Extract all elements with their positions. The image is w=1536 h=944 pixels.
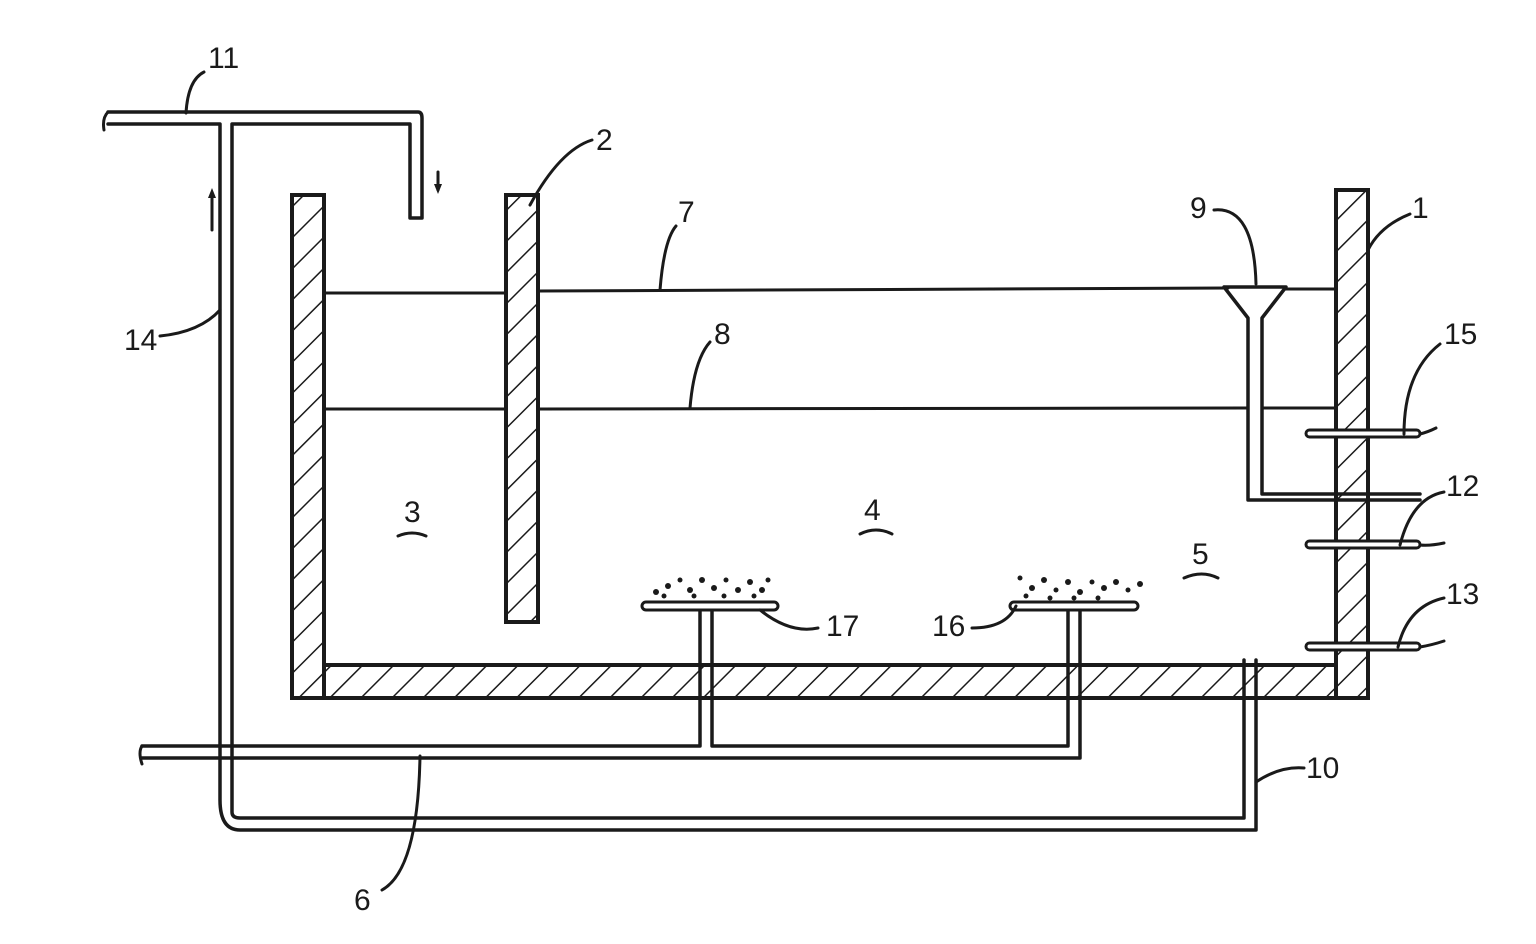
pipe-6-end <box>138 744 144 766</box>
label-5: 5 <box>1192 538 1209 571</box>
leader-10 <box>1254 766 1306 784</box>
inlet-pipe <box>106 110 1258 832</box>
outlet-pipe-12 <box>1304 539 1446 550</box>
baffle-plate <box>504 193 540 624</box>
label-1: 1 <box>1412 192 1429 225</box>
leader-17 <box>758 608 820 631</box>
label-3: 3 <box>404 496 421 529</box>
label-16: 16 <box>932 610 965 643</box>
air-supply-pipe <box>140 608 1082 760</box>
lower-liquid-level-right <box>536 406 1250 411</box>
leader-8 <box>688 340 712 410</box>
air-bubbles-17 <box>653 577 771 599</box>
zone-4-mark <box>858 528 894 536</box>
leader-11 <box>184 70 206 115</box>
label-12: 12 <box>1446 470 1479 503</box>
label-2: 2 <box>596 124 613 157</box>
leader-1 <box>1366 212 1412 252</box>
zone-3-mark <box>396 531 428 538</box>
outlet-pipe-13 <box>1304 639 1446 652</box>
leader-9 <box>1212 208 1258 286</box>
diffuser-16 <box>1008 600 1140 612</box>
label-10: 10 <box>1306 752 1339 785</box>
leader-7 <box>658 224 678 292</box>
label-11: 11 <box>208 42 239 75</box>
diffuser-17 <box>640 600 780 612</box>
leader-6 <box>380 754 422 892</box>
label-8: 8 <box>714 318 731 351</box>
tank-left-wall <box>290 193 326 700</box>
label-17: 17 <box>826 610 859 643</box>
leader-14 <box>158 308 222 338</box>
leader-13 <box>1396 596 1446 649</box>
flow-arrow-down <box>434 170 442 194</box>
air-bubbles-16 <box>1017 575 1143 601</box>
tank-right-wall <box>1334 188 1370 700</box>
tank-bottom-wall <box>290 663 1370 700</box>
pipe-11-end <box>102 110 110 132</box>
leader-15 <box>1402 342 1442 436</box>
leader-2 <box>528 138 594 207</box>
label-7: 7 <box>678 196 695 229</box>
label-4: 4 <box>864 494 881 527</box>
upper-liquid-level-right <box>536 286 1230 293</box>
outlet-pipe-15 <box>1304 426 1438 439</box>
zone-5-mark <box>1182 572 1220 580</box>
label-15: 15 <box>1444 318 1477 351</box>
leader-16 <box>970 604 1018 630</box>
label-13: 13 <box>1446 578 1479 611</box>
label-6: 6 <box>354 884 371 917</box>
leader-12 <box>1398 490 1446 547</box>
label-14: 14 <box>124 324 157 357</box>
flow-arrow-up <box>208 188 216 232</box>
skimmer-funnel <box>1222 285 1422 502</box>
label-9: 9 <box>1190 192 1207 225</box>
